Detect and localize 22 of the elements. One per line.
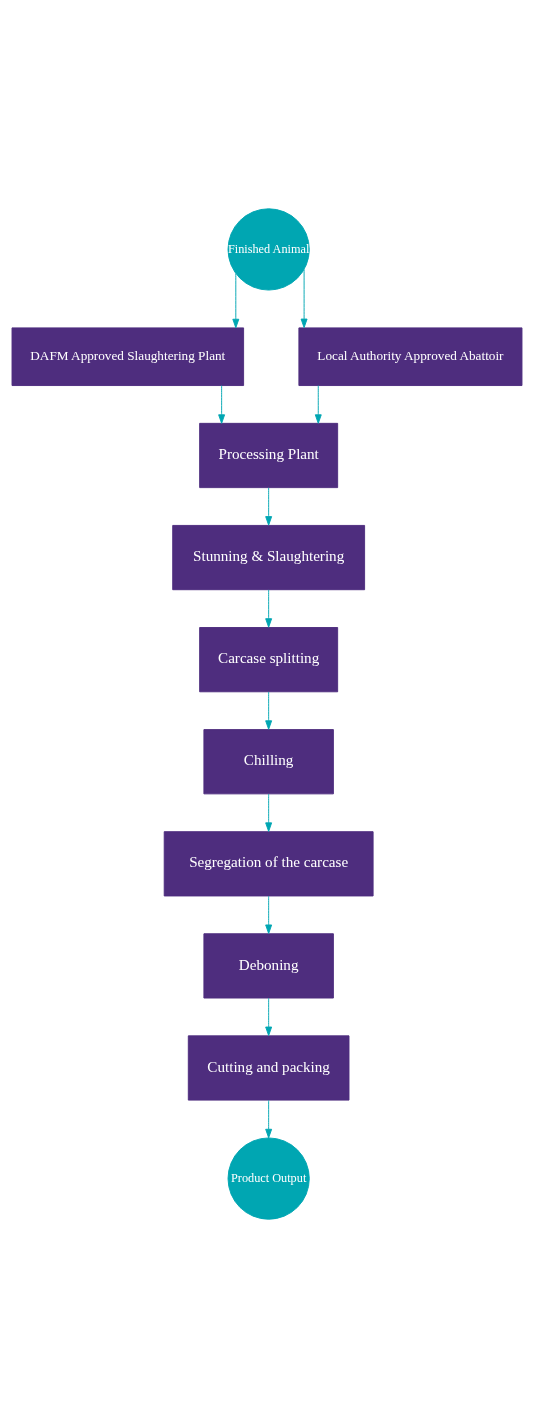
node-circle: Product Output: [227, 1137, 310, 1220]
node-box: Local Authority Approved Abattoir: [298, 327, 523, 386]
arrow: [300, 268, 308, 329]
node-box: DAFM Approved Slaughtering Plant: [11, 327, 245, 386]
arrow: [265, 1099, 273, 1139]
arrow: [265, 487, 273, 526]
node-box: Carcase splitting: [199, 627, 339, 693]
node-box: Stunning & Slaughtering: [172, 524, 366, 591]
arrow: [265, 589, 273, 628]
arrow: [232, 273, 240, 329]
node-circle: Finished Animal: [227, 208, 310, 291]
arrow: [265, 997, 273, 1036]
node-box: Processing Plant: [199, 422, 339, 489]
node-box: Segregation of the carcase: [163, 831, 374, 897]
node-box: Chilling: [203, 729, 334, 795]
node-box: Deboning: [203, 933, 334, 999]
arrow: [265, 895, 273, 934]
arrow: [265, 793, 273, 832]
node-box: Cutting and packing: [187, 1035, 350, 1101]
arrow: [265, 691, 273, 730]
arrow: [314, 385, 322, 424]
arrow: [218, 385, 226, 424]
